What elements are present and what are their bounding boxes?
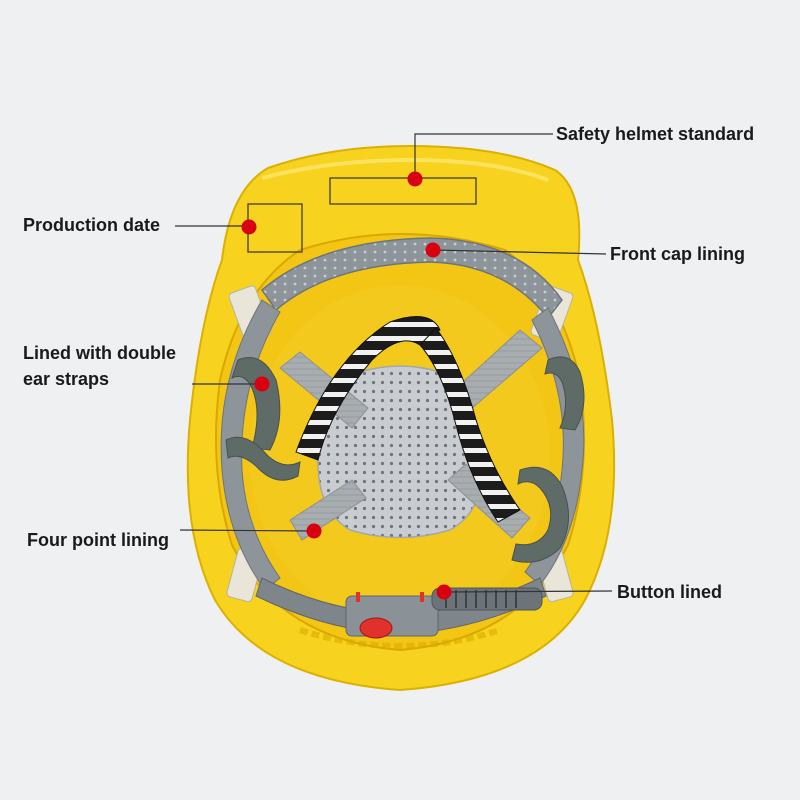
standard-label-box: [329, 177, 477, 205]
marker-ear-straps: [254, 376, 270, 392]
label-production-date: Production date: [23, 215, 161, 235]
adjust-knob: [359, 617, 393, 639]
label-ear-straps-line2: ear straps: [23, 369, 110, 389]
marker-production-date: [241, 219, 257, 235]
marker-four-point-lining: [306, 523, 322, 539]
marker-front-cap-lining: [425, 242, 441, 258]
four-point-straps: [279, 329, 543, 541]
label-safety-standard: Safety helmet standard: [556, 124, 755, 144]
marker-safety-standard: [407, 171, 423, 187]
chin-strap: [295, 316, 521, 523]
marker-button-lined: [436, 584, 452, 600]
ear-straps: [225, 356, 585, 563]
label-four-point-lining: Four point lining: [27, 530, 169, 550]
rear-adjust-band: [255, 577, 547, 639]
front-cap-lining: [260, 237, 563, 320]
callout-markers: [241, 171, 452, 600]
label-button-lined: Button lined: [617, 582, 722, 602]
leader-lines: [175, 133, 613, 593]
label-ear-straps-line1: Lined with double: [23, 343, 176, 363]
label-front-cap-lining: Front cap lining: [610, 244, 745, 264]
